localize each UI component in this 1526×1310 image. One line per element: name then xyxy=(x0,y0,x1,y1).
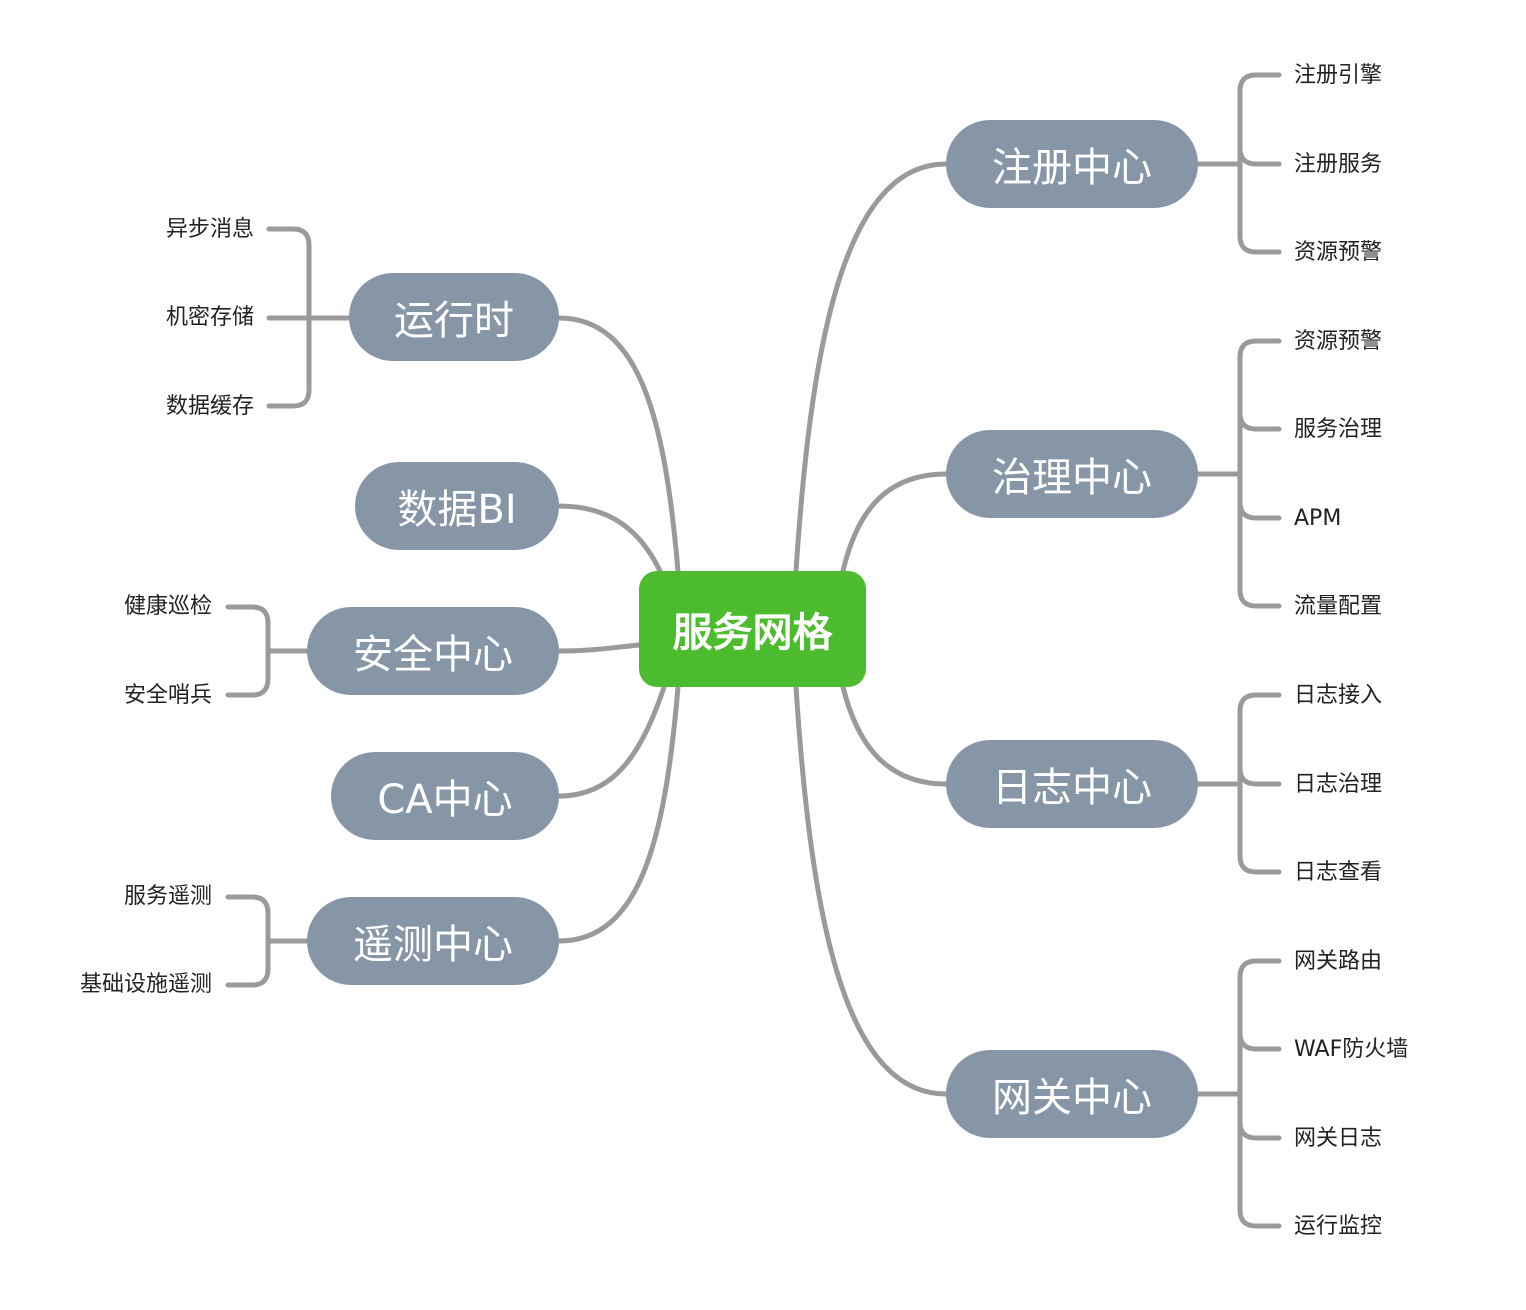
leaf-service-telemetry[interactable]: 服务遥测 xyxy=(123,884,212,909)
leaf-runtime-monitor[interactable]: 运行监控 xyxy=(1294,1214,1383,1239)
link-root-left-1 xyxy=(556,503,663,574)
leaf-registry-engine[interactable]: 注册引擎 xyxy=(1294,63,1383,88)
leaf-log-governance[interactable]: 日志治理 xyxy=(1294,772,1383,797)
branch-telemetry-center[interactable]: 遥测中心 xyxy=(307,897,559,985)
branch-ca-center[interactable]: CA中心 xyxy=(331,752,559,840)
bracket-right-0 xyxy=(1237,72,1282,255)
link-root-left-4 xyxy=(556,684,681,944)
bracket-right-3 xyxy=(1237,958,1282,1229)
link-root-right-3 xyxy=(793,684,949,1097)
leaf-gateway-routing[interactable]: 网关路由 xyxy=(1294,949,1383,974)
link-root-left-2 xyxy=(556,642,642,654)
bracket-left-4 xyxy=(225,894,271,988)
leaf-service-governance[interactable]: 服务治理 xyxy=(1294,417,1383,442)
root-node-service-mesh[interactable]: 服务网格 xyxy=(639,571,866,687)
branch-governance-center[interactable]: 治理中心 xyxy=(946,430,1198,518)
branchlet-right-3-0 xyxy=(1237,1030,1282,1052)
link-root-right-0 xyxy=(793,161,949,574)
leaf-security-sentinel[interactable]: 安全哨兵 xyxy=(123,683,212,708)
leaf-resource-alert-2[interactable]: 资源预警 xyxy=(1294,329,1383,354)
leaf-resource-alert[interactable]: 资源预警 xyxy=(1294,240,1383,265)
leaf-traffic-config[interactable]: 流量配置 xyxy=(1294,594,1383,619)
branchlet-right-0-0 xyxy=(1237,145,1282,167)
leaf-gateway-log[interactable]: 网关日志 xyxy=(1294,1126,1383,1151)
leaf-secret-storage[interactable]: 机密存储 xyxy=(165,305,254,330)
branch-security-center[interactable]: 安全中心 xyxy=(307,607,559,695)
leaf-registry-service[interactable]: 注册服务 xyxy=(1294,152,1383,177)
leaf-log-view[interactable]: 日志查看 xyxy=(1294,860,1383,885)
branch-registry-center[interactable]: 注册中心 xyxy=(946,120,1198,208)
branchlet-right-1-0 xyxy=(1237,410,1282,432)
leaf-waf-firewall[interactable]: WAF防火墙 xyxy=(1294,1037,1409,1062)
branch-runtime[interactable]: 运行时 xyxy=(349,273,559,361)
branchlet-right-2-0 xyxy=(1237,765,1282,787)
link-root-right-1 xyxy=(840,471,949,574)
branch-gateway-center[interactable]: 网关中心 xyxy=(946,1050,1198,1138)
leaf-log-ingest[interactable]: 日志接入 xyxy=(1294,683,1383,708)
leaf-health-inspection[interactable]: 健康巡检 xyxy=(123,594,212,619)
link-root-left-0 xyxy=(556,315,681,574)
branch-data-bi[interactable]: 数据BI xyxy=(355,462,559,550)
leaf-data-cache[interactable]: 数据缓存 xyxy=(165,394,254,419)
bracket-right-1 xyxy=(1237,338,1282,609)
leaf-apm[interactable]: APM xyxy=(1294,506,1342,531)
link-root-right-2 xyxy=(840,684,949,787)
link-root-left-3 xyxy=(556,684,667,799)
bracket-right-2 xyxy=(1237,692,1282,875)
leaf-infra-telemetry[interactable]: 基础设施遥测 xyxy=(79,972,212,997)
branchlet-right-1-1 xyxy=(1237,499,1282,521)
bracket-left-2 xyxy=(225,604,271,698)
branchlet-right-3-1 xyxy=(1237,1119,1282,1141)
branch-log-center[interactable]: 日志中心 xyxy=(946,740,1198,828)
leaf-async-message[interactable]: 异步消息 xyxy=(165,217,254,242)
